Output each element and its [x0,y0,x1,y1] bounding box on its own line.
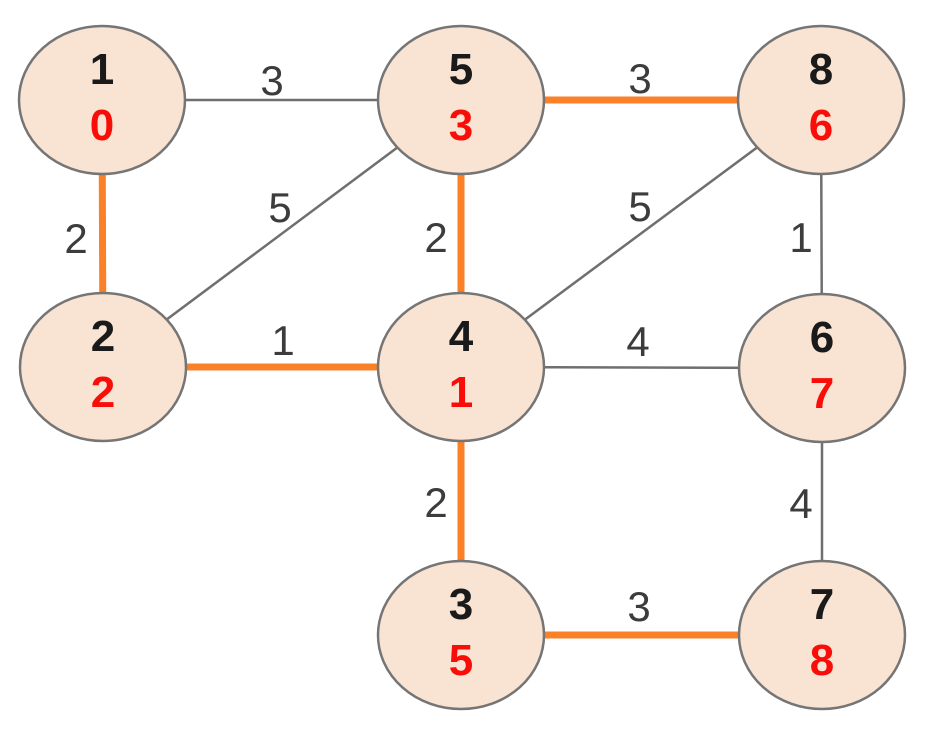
node-id-label-6: 6 [810,313,834,362]
node-id-label-1: 1 [90,45,114,94]
edge-weight-label-6-7: 4 [789,480,812,527]
node-id-label-4: 4 [449,312,474,361]
edge-weight-label-4-6: 4 [626,318,649,365]
edge-weight-label-5-4: 2 [424,214,447,261]
node-circle-2 [18,291,188,443]
edge-weight-label-8-6: 1 [789,214,812,261]
node-circle-3 [376,559,546,711]
node-distance-label-8: 6 [809,101,833,150]
node-circle-5 [376,24,546,176]
node-circle-4 [376,291,546,443]
edge-weight-label-5-8: 3 [628,55,651,102]
edge-weight-label-4-8: 5 [628,183,651,230]
node-id-label-3: 3 [449,580,473,629]
edge-weight-label-2-4: 1 [271,317,294,364]
node-distance-label-3: 5 [449,636,473,685]
node-distance-label-2: 2 [91,368,115,417]
node-distance-label-6: 7 [810,369,834,418]
node-id-label-2: 2 [91,312,115,361]
node-distance-label-7: 8 [810,636,834,685]
node-circle-7 [737,559,907,711]
edge-weight-label-3-7: 3 [627,583,650,630]
edge-weight-label-1-2: 2 [64,215,87,262]
node-circle-8 [736,24,906,176]
node-distance-label-1: 0 [90,101,114,150]
node-circle-1 [17,24,187,176]
node-id-label-7: 7 [810,580,834,629]
node-id-label-8: 8 [809,45,833,94]
node-distance-label-5: 3 [449,101,473,150]
edge-weight-label-1-5: 3 [260,57,283,104]
node-id-label-5: 5 [449,45,473,94]
node-distance-label-4: 1 [449,368,473,417]
edge-weight-label-4-3: 2 [424,479,447,526]
node-circle-6 [737,292,907,444]
edge-weight-label-2-5: 5 [268,184,291,231]
